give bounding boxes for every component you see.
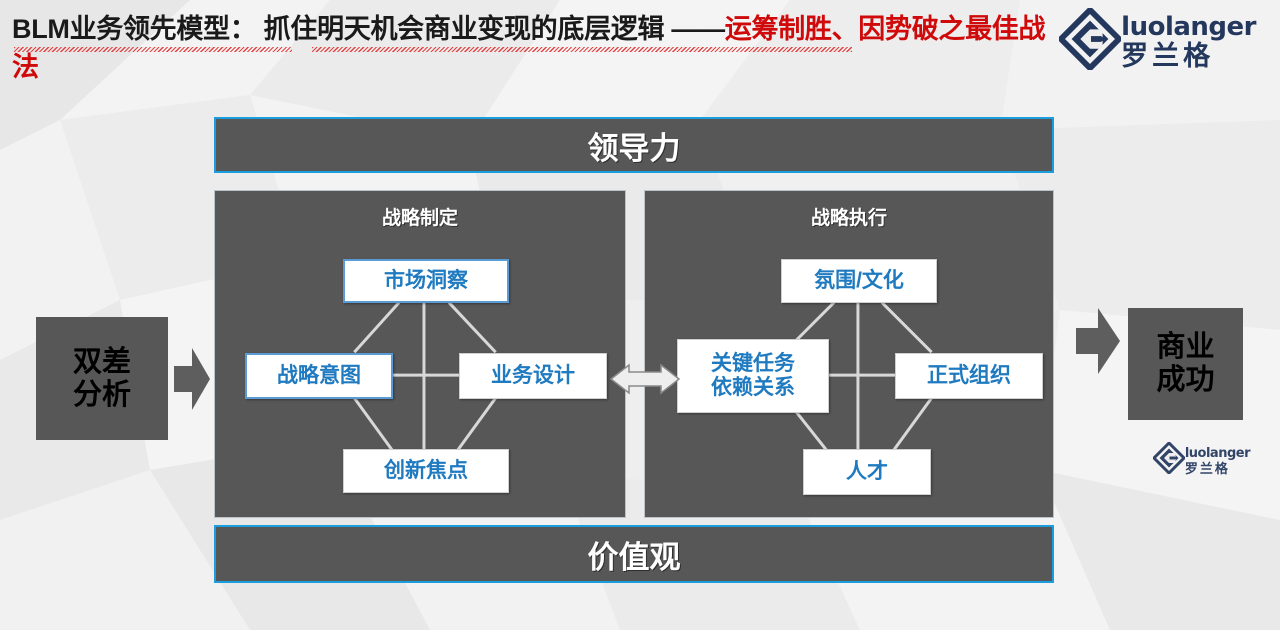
node-business-design-label: 业务设计: [491, 364, 575, 387]
input-box-dual-gap-analysis: 双差 分析: [36, 317, 168, 440]
panel-strategy-execution: 战略执行 氛围/文化 关键任务 依赖关系 正式组织 人才: [644, 190, 1054, 518]
panel-strategy-formulation-title: 战略制定: [381, 208, 458, 229]
luolanger-diamond-icon: [1056, 5, 1124, 75]
arrow-right-icon-input: [174, 348, 210, 410]
page-title: BLM业务领先模型： 抓住明天机会商业变现的底层逻辑 ——运筹制胜、因势破之最佳…: [12, 10, 1052, 86]
panel-strategy-formulation: 战略制定 市场洞察 战略意图 业务设计: [214, 190, 626, 518]
band-leadership: 领导力: [214, 117, 1054, 173]
output-box-line2: 成功: [1156, 364, 1215, 396]
arrow-right-icon-output: [1076, 308, 1120, 374]
luolanger-diamond-icon-small: [1151, 440, 1186, 479]
output-box-line1: 商业: [1156, 331, 1215, 363]
brand-logo-watermark: luolanger 罗兰格: [1151, 440, 1251, 479]
output-box-business-success: 商业 成功: [1128, 308, 1243, 420]
node-key-task-dependency-label-line2: 依赖关系: [711, 376, 795, 399]
band-values: 价值观: [214, 525, 1054, 583]
brand-hanzi: 罗兰格: [1121, 40, 1215, 71]
node-atmosphere-culture[interactable]: 氛围/文化: [781, 259, 937, 303]
node-formal-organization-label: 正式组织: [927, 364, 1011, 387]
node-market-insight[interactable]: 市场洞察: [343, 259, 509, 303]
bidirectional-connector-icon: [609, 363, 681, 395]
node-atmosphere-culture-label: 氛围/文化: [814, 269, 904, 292]
brand-latin: luolanger: [1121, 11, 1256, 42]
node-talent[interactable]: 人才: [803, 449, 931, 495]
spellcheck-underline-1: [14, 47, 292, 52]
output-box-label: 商业 成功: [1156, 331, 1214, 397]
brand-wordmark-small: luolanger 罗兰格: [1184, 445, 1251, 476]
node-key-task-dependency[interactable]: 关键任务 依赖关系: [677, 339, 829, 413]
spellcheck-underline-2: [312, 47, 852, 52]
page-title-red-part: 运筹制胜、因势破之最佳战法: [12, 14, 1046, 82]
node-talent-label: 人才: [846, 460, 888, 483]
node-strategic-intent[interactable]: 战略意图: [245, 353, 393, 399]
node-key-task-dependency-label-line1: 关键任务: [711, 352, 795, 375]
node-strategic-intent-label: 战略意图: [277, 364, 361, 387]
header: BLM业务领先模型： 抓住明天机会商业变现的底层逻辑 ——运筹制胜、因势破之最佳…: [0, 0, 1280, 100]
brand-latin-small: luolanger: [1184, 445, 1251, 461]
band-values-label: 价值观: [587, 539, 681, 575]
node-business-design[interactable]: 业务设计: [459, 353, 607, 399]
band-leadership-label: 领导力: [587, 130, 681, 166]
brand-logo: luolanger 罗兰格: [1056, 5, 1256, 75]
panel-strategy-execution-title: 战略执行: [810, 208, 887, 229]
node-market-insight-label: 市场洞察: [384, 269, 468, 292]
brand-wordmark: luolanger 罗兰格: [1121, 14, 1256, 70]
brand-hanzi-small: 罗兰格: [1184, 460, 1230, 476]
node-innovation-focus[interactable]: 创新焦点: [343, 449, 509, 493]
node-formal-organization[interactable]: 正式组织: [895, 353, 1043, 399]
input-box-line2: 分析: [72, 378, 131, 411]
page-title-black-part: BLM业务领先模型： 抓住明天机会商业变现的底层逻辑 ——: [12, 14, 725, 44]
input-box-line1: 双差: [72, 345, 131, 378]
input-box-label: 双差 分析: [73, 346, 131, 412]
node-innovation-focus-label: 创新焦点: [384, 459, 468, 482]
